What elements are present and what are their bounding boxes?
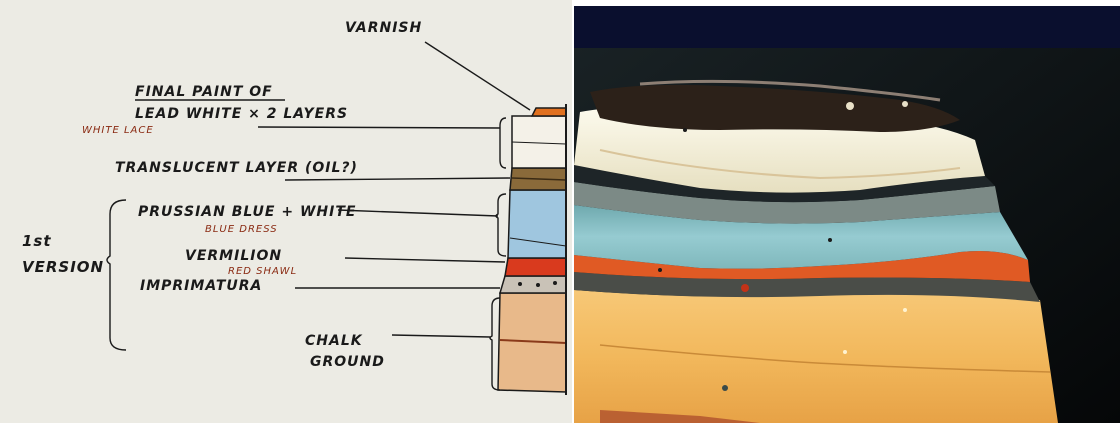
photo-speck bbox=[903, 308, 907, 312]
layer-prussian-blue bbox=[508, 190, 566, 258]
label-imprimatura: IMPRIMATURA bbox=[140, 278, 262, 294]
label-ground: GROUND bbox=[310, 354, 385, 370]
label-final-paint-2: LEAD WHITE × 2 LAYERS bbox=[135, 106, 348, 122]
label-final-paint-1: FINAL PAINT OF bbox=[135, 84, 273, 100]
photo-speck bbox=[658, 268, 662, 272]
leader-final-paint bbox=[258, 127, 500, 128]
label-1st: 1st bbox=[22, 232, 52, 250]
photo-speck bbox=[683, 128, 687, 132]
photo-top-band bbox=[574, 6, 1120, 48]
layer-vermilion bbox=[505, 258, 566, 276]
label-blue-dress: BLUE DRESS bbox=[205, 224, 278, 235]
photo-speck bbox=[828, 238, 832, 242]
photo-speck bbox=[902, 101, 908, 107]
label-white-lace: WHITE LACE bbox=[82, 125, 154, 136]
photo-speck bbox=[722, 385, 728, 391]
imprimatura-dot bbox=[553, 281, 557, 285]
label-prussian: PRUSSIAN BLUE + WHITE bbox=[138, 204, 356, 220]
photo-speck bbox=[843, 350, 847, 354]
imprimatura-dot bbox=[518, 282, 522, 286]
cross-section-photo bbox=[574, 6, 1120, 423]
diagram-panel: VARNISH FINAL PAINT OF LEAD WHITE × 2 LA… bbox=[0, 0, 572, 423]
label-chalk: CHALK bbox=[305, 333, 363, 349]
label-version: VERSION bbox=[22, 258, 104, 276]
photo-layer-chalk bbox=[574, 290, 1058, 423]
label-varnish: VARNISH bbox=[345, 20, 422, 36]
photo-speck bbox=[846, 102, 854, 110]
photo-speck bbox=[741, 284, 749, 292]
label-red-shawl: RED SHAWL bbox=[228, 266, 297, 277]
layer-varnish bbox=[532, 108, 566, 116]
label-translucent: TRANSLUCENT LAYER (OIL?) bbox=[115, 160, 358, 176]
label-vermilion: VERMILION bbox=[185, 248, 282, 264]
imprimatura-dot bbox=[536, 283, 540, 287]
